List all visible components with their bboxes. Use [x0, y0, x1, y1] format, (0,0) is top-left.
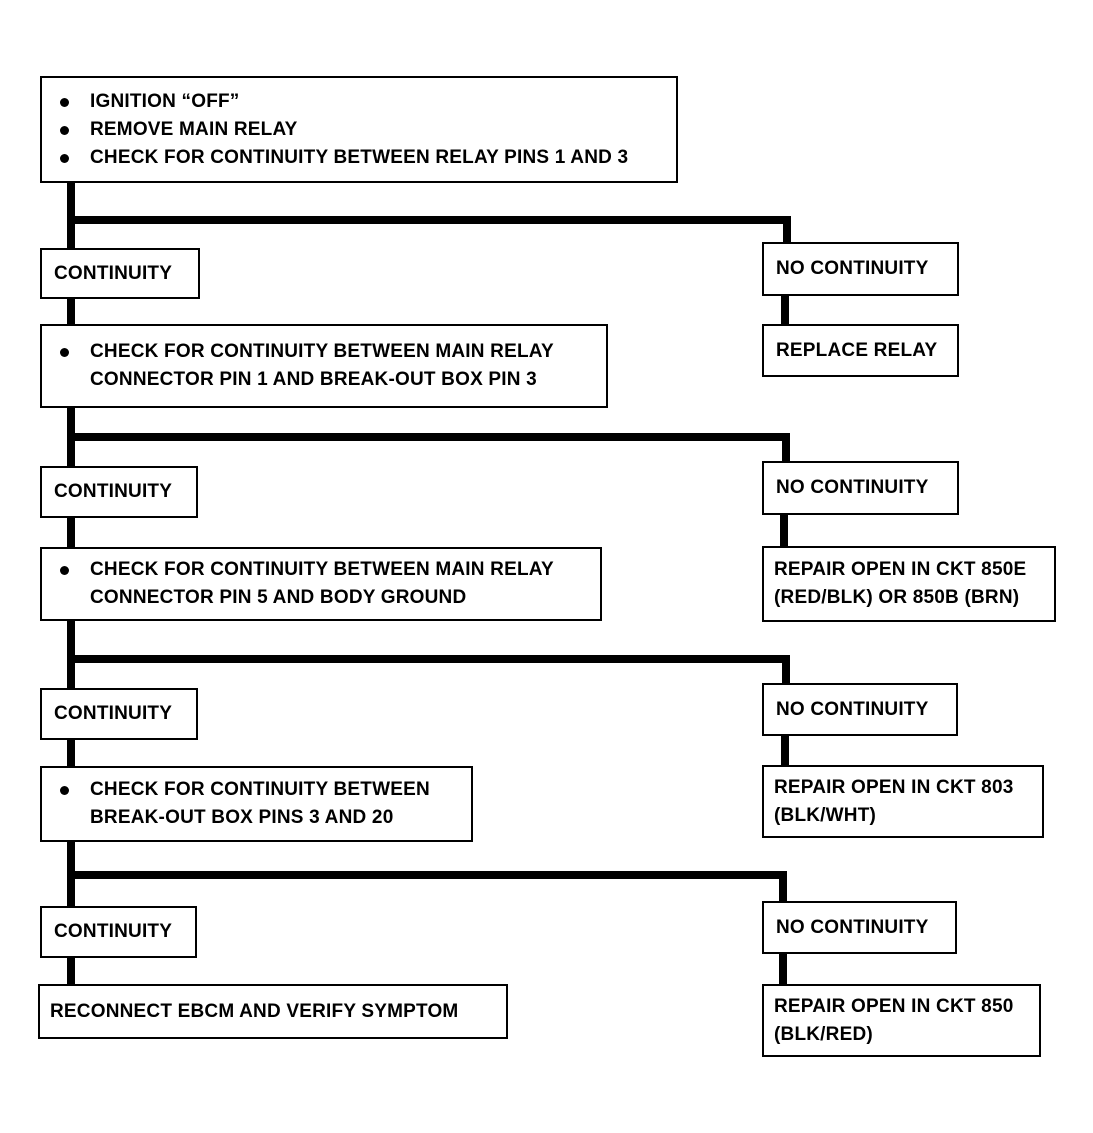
- step4-repair-box: REPAIR OPEN IN CKT 850 (BLK/RED): [762, 984, 1041, 1057]
- step1-no-continuity-label: NO CONTINUITY: [762, 242, 959, 296]
- connector-yes-1: [67, 297, 75, 327]
- connector-drop-no-1: [783, 216, 791, 244]
- connector-no-3: [781, 734, 789, 767]
- start-bullet-list: IGNITION “OFF” REMOVE MAIN RELAY CHECK F…: [56, 88, 666, 172]
- step2-continuity-label: CONTINUITY: [40, 466, 198, 518]
- step4-repair-line-1: REPAIR OPEN IN CKT 850: [774, 995, 1014, 1017]
- start-bullet-1: IGNITION “OFF”: [56, 88, 666, 116]
- step1-check-list: CHECK FOR CONTINUITY BETWEEN MAIN RELAY: [56, 338, 596, 366]
- step4-no-continuity-label: NO CONTINUITY: [762, 901, 957, 954]
- step2-no-continuity-label: NO CONTINUITY: [762, 461, 959, 515]
- step2-repair-line-2: (RED/BLK) OR 850B (BRN): [774, 587, 1020, 608]
- connector-drop-no-4: [779, 871, 787, 906]
- step3-repair-line-2: (BLK/WHT): [774, 804, 877, 826]
- connector-trunk-3: [67, 619, 75, 689]
- step1-check-line-2: CONNECTOR PIN 1 AND BREAK-OUT BOX PIN 3: [90, 369, 537, 390]
- connector-drop-no-3: [782, 655, 790, 685]
- step1-check-line-1: CHECK FOR CONTINUITY BETWEEN MAIN RELAY: [56, 338, 596, 366]
- connector-yes-4: [67, 956, 75, 986]
- connector-no-4: [779, 951, 787, 986]
- connector-no-2: [780, 513, 788, 548]
- connector-branch-3: [67, 655, 790, 663]
- step1-continuity-label: CONTINUITY: [40, 248, 200, 299]
- connector-yes-3: [67, 738, 75, 768]
- step4-reconnect-box: RECONNECT EBCM AND VERIFY SYMPTOM: [38, 984, 508, 1039]
- step1-no-continuity-text: NO CONTINUITY: [776, 258, 929, 279]
- step2-no-continuity-text: NO CONTINUITY: [776, 477, 929, 498]
- step2-repair-box: REPAIR OPEN IN CKT 850E (RED/BLK) OR 850…: [762, 546, 1056, 622]
- step1-replace-relay-text: REPLACE RELAY: [776, 339, 938, 361]
- step4-continuity-text: CONTINUITY: [54, 921, 173, 942]
- step4-reconnect-text: RECONNECT EBCM AND VERIFY SYMPTOM: [50, 1000, 459, 1022]
- start-box: IGNITION “OFF” REMOVE MAIN RELAY CHECK F…: [40, 76, 678, 183]
- step3-check-list: CHECK FOR CONTINUITY BETWEEN: [56, 776, 461, 804]
- start-bullet-2: REMOVE MAIN RELAY: [56, 116, 666, 144]
- step4-continuity-label: CONTINUITY: [40, 906, 197, 958]
- connector-drop-no-2: [782, 433, 790, 463]
- step1-replace-relay-box: REPLACE RELAY: [762, 324, 959, 377]
- step1-check-box: CHECK FOR CONTINUITY BETWEEN MAIN RELAY …: [40, 324, 608, 408]
- step4-no-continuity-text: NO CONTINUITY: [776, 916, 929, 938]
- connector-branch-4: [67, 871, 787, 879]
- step3-continuity-text: CONTINUITY: [54, 703, 173, 724]
- connector-branch-2: [67, 433, 790, 441]
- step4-repair-line-2: (BLK/RED): [774, 1023, 873, 1045]
- step3-check-box: CHECK FOR CONTINUITY BETWEEN BREAK-OUT B…: [40, 766, 473, 842]
- connector-yes-2: [67, 516, 75, 549]
- step3-no-continuity-label: NO CONTINUITY: [762, 683, 958, 736]
- step3-repair-line-1: REPAIR OPEN IN CKT 803: [774, 776, 1014, 798]
- step2-repair-line-1: REPAIR OPEN IN CKT 850E: [774, 559, 1027, 580]
- step3-check-line-1: CHECK FOR CONTINUITY BETWEEN: [56, 776, 461, 804]
- step2-check-list: CHECK FOR CONTINUITY BETWEEN MAIN RELAY: [56, 556, 590, 584]
- step1-continuity-text: CONTINUITY: [54, 262, 173, 284]
- step3-check-line-2: BREAK-OUT BOX PINS 3 AND 20: [90, 807, 394, 828]
- start-bullet-3: CHECK FOR CONTINUITY BETWEEN RELAY PINS …: [56, 144, 666, 172]
- step2-continuity-text: CONTINUITY: [54, 481, 173, 502]
- connector-no-1: [781, 294, 789, 326]
- step3-continuity-label: CONTINUITY: [40, 688, 198, 740]
- step2-check-line-1: CHECK FOR CONTINUITY BETWEEN MAIN RELAY: [56, 556, 590, 584]
- step2-check-line-2: CONNECTOR PIN 5 AND BODY GROUND: [90, 587, 467, 608]
- step3-no-continuity-text: NO CONTINUITY: [776, 698, 929, 720]
- step3-repair-box: REPAIR OPEN IN CKT 803 (BLK/WHT): [762, 765, 1044, 838]
- connector-branch-1: [67, 216, 791, 224]
- step2-check-box: CHECK FOR CONTINUITY BETWEEN MAIN RELAY …: [40, 547, 602, 621]
